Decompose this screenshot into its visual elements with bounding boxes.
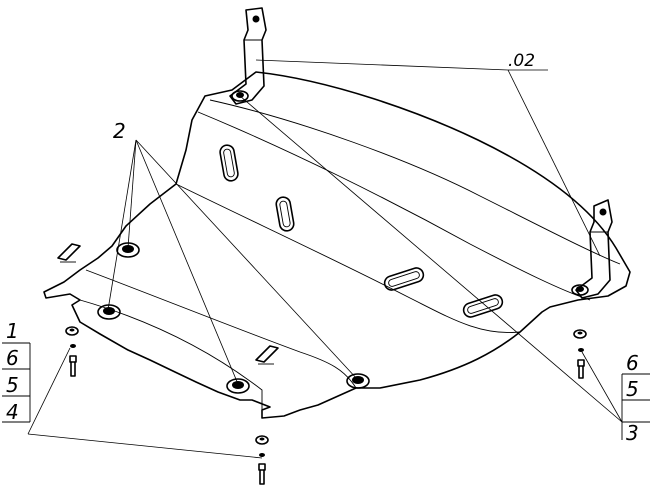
right-label-stack xyxy=(621,373,650,440)
bracket-top xyxy=(229,7,267,105)
plate-edge-rim xyxy=(209,99,621,265)
slot-4 xyxy=(462,294,504,318)
right-label-6: 6 xyxy=(626,351,639,375)
plate-fold-lower xyxy=(85,269,357,389)
skid-plate xyxy=(43,71,631,419)
grommet-3 xyxy=(226,378,250,394)
right-label-5: 5 xyxy=(626,377,639,401)
left-label-4: 4 xyxy=(6,400,19,424)
grommet-top xyxy=(231,90,249,102)
clip-nut-mid xyxy=(255,345,279,365)
grommets xyxy=(97,90,589,394)
callout-2: 2 xyxy=(113,119,126,143)
slots xyxy=(219,144,504,318)
clip-nut-left xyxy=(57,243,81,263)
left-label-5: 5 xyxy=(6,373,19,397)
bracket-right xyxy=(575,199,613,299)
callout-02: .02 xyxy=(508,51,535,71)
leader-lines xyxy=(27,59,623,459)
fastener-stack-left xyxy=(65,326,79,377)
plate-outline xyxy=(43,71,631,419)
slot-2 xyxy=(275,196,295,232)
plate-fold-mid xyxy=(175,183,521,334)
slot-3 xyxy=(383,267,425,291)
grommet-4 xyxy=(346,373,370,389)
left-label-6: 6 xyxy=(6,346,19,370)
slot-1 xyxy=(219,144,239,182)
fastener-stack-right xyxy=(573,329,587,379)
plate-fold-upper xyxy=(197,111,591,301)
left-label-1: 1 xyxy=(6,319,19,343)
right-label-3: 3 xyxy=(626,421,639,445)
left-label-stack xyxy=(2,342,31,423)
fastener-stack-bottom xyxy=(255,435,269,485)
